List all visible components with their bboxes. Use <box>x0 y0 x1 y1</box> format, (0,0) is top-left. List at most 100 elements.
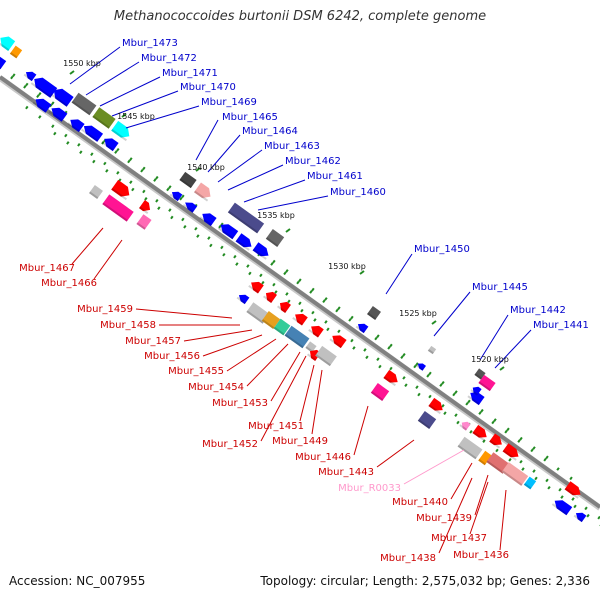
gene-arrow <box>252 242 269 260</box>
leader-line <box>474 474 489 516</box>
reverse-gene-label: Mbur_1440 <box>392 497 448 508</box>
leader-line <box>195 119 219 161</box>
leader-line <box>111 90 179 117</box>
kbp-label: 1535 kbp <box>257 211 295 220</box>
reverse-gene-label: Mbur_1446 <box>295 452 351 463</box>
gene-arrow <box>0 54 7 70</box>
gene-arrow <box>329 335 347 349</box>
tick-row <box>53 131 600 527</box>
reverse-gene-label: Mbur_1452 <box>202 439 258 450</box>
gene-block <box>284 325 310 349</box>
leader-line <box>207 134 241 173</box>
forward-gene-label: Mbur_1461 <box>307 171 363 182</box>
forward-gene-label: Mbur_1471 <box>162 68 218 79</box>
leader-line <box>243 179 306 203</box>
leader-line <box>183 329 253 342</box>
map-title: Methanococcoides burtonii DSM 6242, comp… <box>113 9 487 24</box>
gene-arrow <box>355 323 369 334</box>
gene-arrow <box>428 397 443 415</box>
gene-arrow <box>139 200 151 214</box>
reverse-gene-label: Mbur_1438 <box>380 553 436 564</box>
leader-line <box>438 477 473 554</box>
gene-block <box>261 311 281 329</box>
gene-arrow <box>111 179 130 201</box>
reverse-gene-label: Mbur_1451 <box>248 421 304 432</box>
leader-line <box>385 253 413 295</box>
leader-line <box>433 291 471 337</box>
kbp-tick <box>195 167 201 172</box>
accession-text: Accession: NC_007955 <box>9 574 146 588</box>
gene-block <box>265 229 285 247</box>
tick-row <box>25 105 600 521</box>
leader-line <box>202 334 263 357</box>
kbp-tick <box>359 270 365 275</box>
gene-block <box>367 306 381 320</box>
forward-gene-label: Mbur_1450 <box>414 244 470 255</box>
kbp-label: 1545 kbp <box>117 112 155 121</box>
leader-line <box>217 149 263 183</box>
leader-line <box>257 195 329 211</box>
gene-arrow <box>50 88 74 107</box>
gene-block <box>315 345 337 367</box>
gene-arrow <box>169 191 183 202</box>
gene-arrow <box>199 213 217 227</box>
reverse-gene-label: Mbur_1458 <box>100 320 156 331</box>
gene-arrow <box>0 36 16 51</box>
genome-summary-text: Topology: circular; Length: 2,575,032 bp… <box>260 574 590 588</box>
forward-gene-label: Mbur_1462 <box>285 156 341 167</box>
reverse-gene-label: Mbur_1439 <box>416 513 472 524</box>
reverse-gene-label: Mbur_1454 <box>188 382 244 393</box>
gene-block <box>478 374 496 392</box>
kbp-label: 1525 kbp <box>399 309 437 318</box>
reverse-gene-label: Mbur_1436 <box>453 550 509 561</box>
forward-gene-label: Mbur_1472 <box>141 53 197 64</box>
kbp-label: 1530 kbp <box>328 262 366 271</box>
leader-line <box>479 314 509 361</box>
gene-arrow <box>564 481 581 499</box>
leader-line <box>69 46 121 85</box>
gene-arrow <box>470 386 482 396</box>
forward-gene-label: Mbur_1473 <box>122 38 178 49</box>
kbp-tick <box>431 320 437 325</box>
tick-row <box>0 67 573 481</box>
leader-line <box>71 227 104 265</box>
leader-line <box>260 355 307 442</box>
leader-line <box>311 369 323 435</box>
gene-block <box>370 383 390 401</box>
gene-arrow <box>489 433 502 449</box>
gene-arrow <box>235 233 252 251</box>
leader-line <box>450 462 473 500</box>
gene-arrow <box>67 119 85 133</box>
forward-gene-label: Mbur_1460 <box>330 187 386 198</box>
leader-line <box>99 76 161 107</box>
leader-line <box>85 61 140 96</box>
gene-arrow <box>111 120 130 142</box>
leader-line <box>93 239 123 280</box>
gene-arrow <box>472 424 487 442</box>
forward-gene-label: Mbur_1445 <box>472 282 528 293</box>
gene-block <box>9 45 23 59</box>
kbp-tick <box>121 113 127 118</box>
leader-line <box>246 343 289 387</box>
leader-line <box>499 489 507 551</box>
reverse-gene-label: Mbur_1443 <box>318 467 374 478</box>
gene-arrow <box>236 294 250 305</box>
gene-arrow <box>502 443 519 461</box>
gene-block <box>501 462 529 486</box>
gene-arrow <box>23 71 37 82</box>
reverse-gene-label: Mbur_1455 <box>168 366 224 377</box>
leader-line <box>227 164 284 191</box>
leader-line <box>135 308 233 319</box>
reverse-gene-label: Mbur_1453 <box>212 398 268 409</box>
gene-arrow <box>48 107 68 122</box>
kbp-tick <box>69 70 75 75</box>
leader-line <box>469 481 489 535</box>
reverse-gene-label: Mbur_1467 <box>19 263 75 274</box>
gene-arrow <box>308 325 324 338</box>
gene-arrow <box>217 224 239 240</box>
gene-block <box>179 171 197 189</box>
forward-gene-label: Mbur_1465 <box>222 112 278 123</box>
gene-block <box>102 194 134 222</box>
leader-line <box>403 449 465 485</box>
